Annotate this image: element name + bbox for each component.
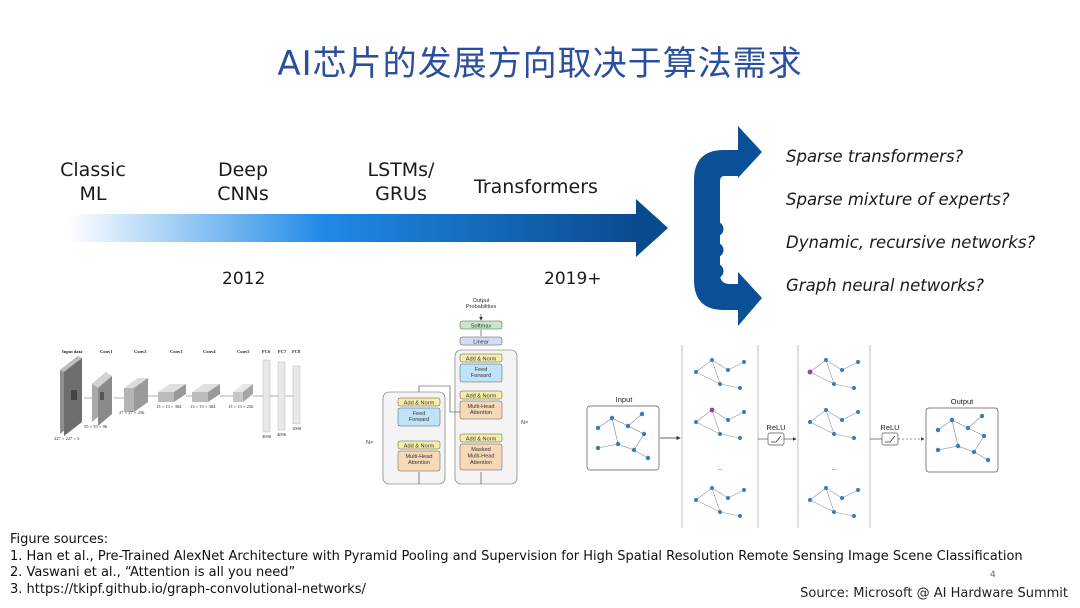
- alexnet-dim-0: 227 × 227 × 3: [54, 436, 80, 441]
- future-sparse-transformers: Sparse transformers?: [786, 147, 964, 166]
- alexnet-dim-4: 13 × 13 × 384: [190, 404, 216, 409]
- alexnet-label-0: Input data: [62, 349, 83, 354]
- alexnet-label-5: Conv5: [237, 349, 250, 354]
- alexnet-dim-2: 27 × 27 × 256: [119, 410, 145, 415]
- dec-addnorm-1: Add & Norm: [466, 357, 497, 363]
- era-label: Transformers: [474, 176, 598, 198]
- timeline-arrow: [68, 199, 668, 257]
- transformer-linear: Linear: [473, 340, 489, 346]
- slide-title: AI芯片的发展方向取决于算法需求: [277, 44, 803, 84]
- future-dynamic-networks: Dynamic, recursive networks?: [786, 233, 1036, 252]
- enc-nx: N×: [366, 440, 373, 446]
- source-item-2: 2. Vaswani et al., “Attention is all you…: [10, 565, 296, 580]
- future-sparse-moe: Sparse mixture of experts?: [786, 190, 1010, 209]
- dec-addnorm-2: Add & Norm: [466, 394, 497, 400]
- alexnet-label-2: Conv2: [134, 349, 147, 354]
- alexnet-label-1: Conv1: [100, 349, 113, 354]
- fork-dots: [708, 221, 724, 279]
- gcn-figure: Input ...: [586, 345, 999, 528]
- gcn-ellipsis-2: ...: [831, 466, 836, 472]
- era-label: Deep CNNs: [217, 159, 269, 205]
- gcn-relu-label-1: ReLU: [766, 423, 785, 432]
- sources-heading: Figure sources:: [10, 532, 109, 547]
- gcn-ellipsis-1: ...: [717, 466, 722, 472]
- alexnet-dim-6: 4096: [262, 434, 272, 439]
- era-label: LSTMs/ GRUs: [367, 159, 435, 205]
- enc-addnorm-1: Add & Norm: [404, 401, 435, 407]
- gcn-input-label: Input: [616, 395, 634, 404]
- transformer-softmax: Softmax: [471, 324, 492, 330]
- page-number: 4: [990, 570, 996, 580]
- alexnet-label-4: Conv4: [203, 349, 216, 354]
- source-item-3: 3. https://tkipf.github.io/graph-convolu…: [10, 581, 366, 597]
- era-transformers: Transformers: [470, 175, 602, 199]
- dec-addnorm-3: Add & Norm: [466, 437, 497, 443]
- source-item-1: 1. Han et al., Pre-Trained AlexNet Archi…: [10, 548, 1023, 564]
- year-2019-plus: 2019+: [544, 269, 602, 289]
- era-deep-cnns: Deep CNNs: [200, 158, 286, 206]
- alexnet-dim-1: 55 × 55 × 96: [84, 424, 108, 429]
- alexnet-label-8: FC8: [292, 349, 301, 354]
- alexnet-dim-8: 1000: [292, 426, 302, 431]
- alexnet-label-6: FC6: [262, 349, 271, 354]
- year-2012: 2012: [222, 269, 266, 289]
- dec-nx: N×: [521, 420, 528, 426]
- alexnet-label-3: Conv3: [170, 349, 183, 354]
- era-lstms-grus: LSTMs/ GRUs: [356, 158, 446, 206]
- figure-sources: Figure sources: 1. Han et al., Pre-Train…: [10, 532, 1023, 598]
- alexnet-dim-7: 4096: [277, 432, 287, 437]
- alexnet-figure: Input data Conv1 Conv2 Conv3 Conv4 Conv5…: [54, 349, 302, 441]
- era-classic-ml: Classic ML: [50, 158, 136, 206]
- alexnet-label-7: FC7: [278, 349, 287, 354]
- gcn-output-label: Output: [951, 397, 974, 406]
- era-label: Classic ML: [60, 159, 126, 205]
- alexnet-dim-3: 13 × 13 × 384: [156, 404, 182, 409]
- gcn-relu-label-2: ReLU: [880, 423, 899, 432]
- future-graph-networks: Graph neural networks?: [786, 276, 985, 295]
- alexnet-dim-5: 13 × 13 × 256: [228, 404, 254, 409]
- source-credit: Source: Microsoft @ AI Hardware Summit: [800, 586, 1068, 601]
- enc-addnorm-2: Add & Norm: [404, 444, 435, 450]
